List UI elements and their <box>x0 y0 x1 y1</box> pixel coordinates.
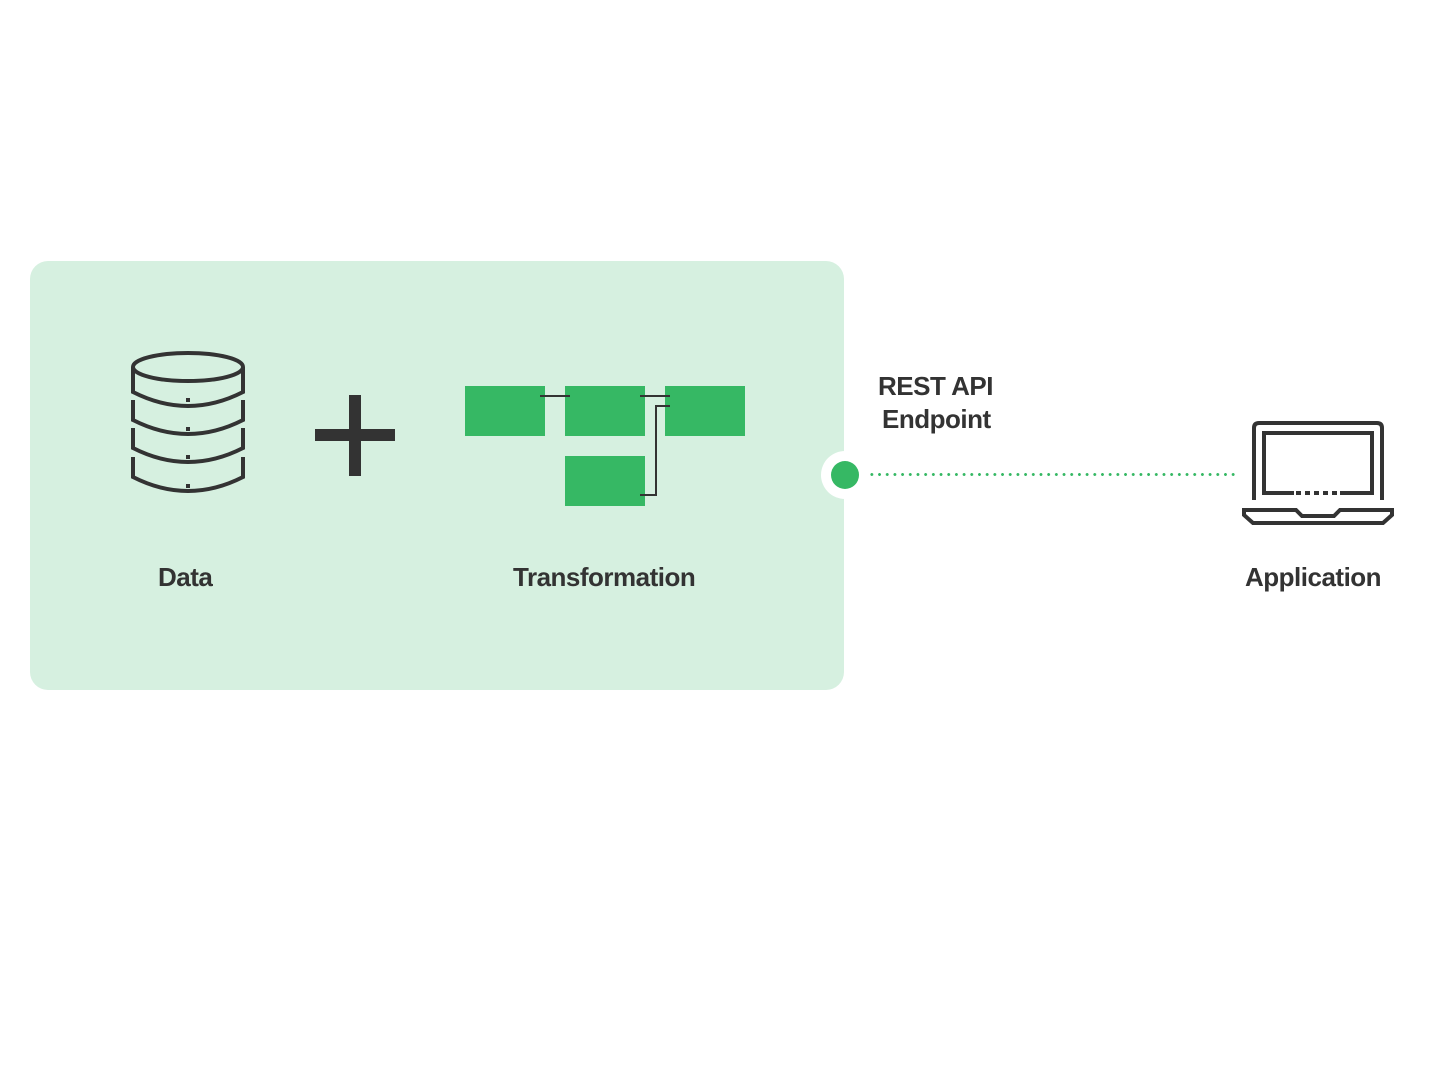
laptop-icon <box>1242 421 1394 525</box>
transformation-block <box>465 386 545 436</box>
endpoint-label-line2: Endpoint <box>882 404 991 434</box>
data-transformation-panel <box>30 261 844 690</box>
transformation-block <box>665 386 745 436</box>
plus-icon <box>315 395 395 476</box>
application-label: Application <box>1245 562 1382 592</box>
endpoint-label-line1: REST API <box>878 371 993 401</box>
dotted-connection-line <box>868 473 1238 476</box>
data-label: Data <box>158 562 213 592</box>
transformation-label: Transformation <box>513 562 696 592</box>
endpoint-dot-icon <box>831 461 859 489</box>
connector-line <box>540 395 570 397</box>
connector-line <box>655 405 657 496</box>
transformation-block <box>565 456 645 506</box>
connector-line <box>640 494 657 496</box>
connector-line <box>640 395 670 397</box>
connector-line <box>655 405 670 407</box>
database-icon <box>131 351 245 493</box>
transformation-block <box>565 386 645 436</box>
